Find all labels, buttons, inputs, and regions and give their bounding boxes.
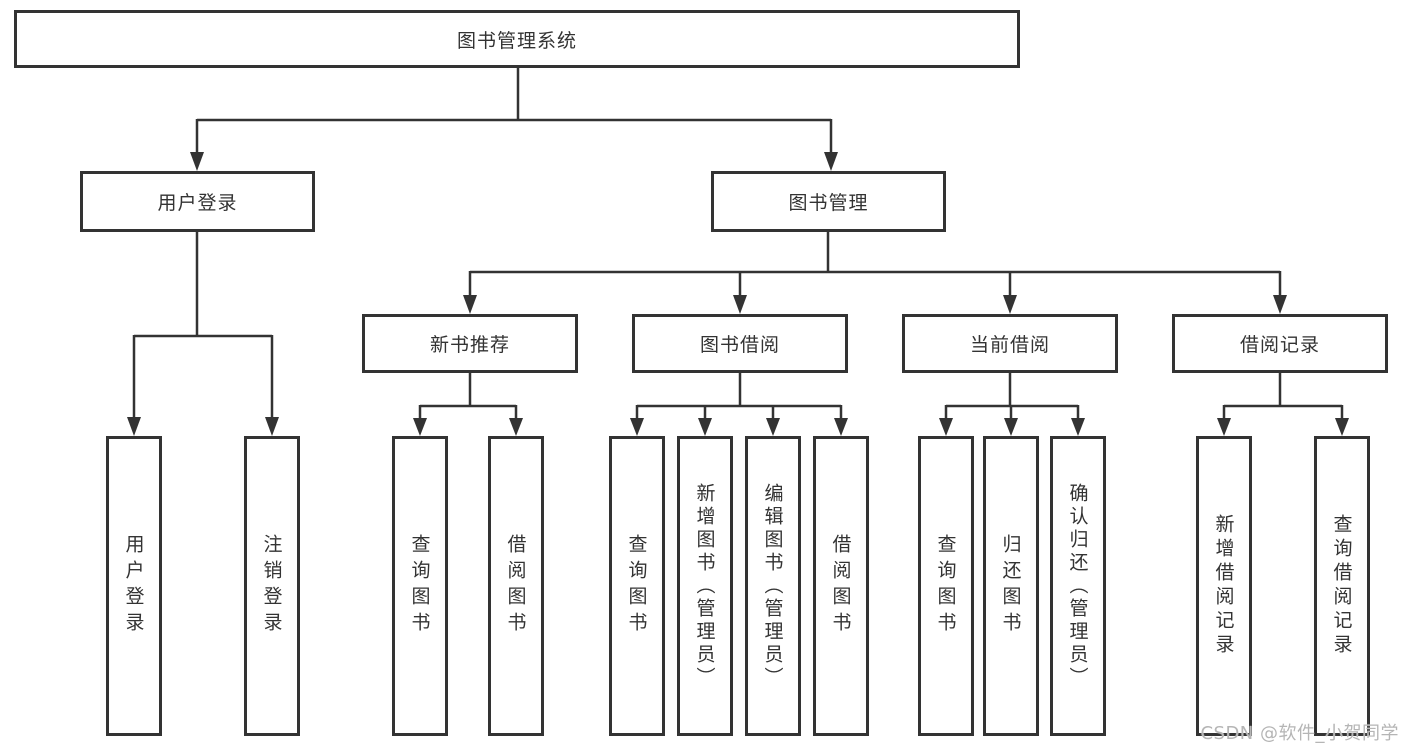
node-user-login: 用户登录 <box>80 171 315 232</box>
leaf-query-borrow-record: 查询借阅记录 <box>1314 436 1370 736</box>
leaf-borrow-query-books: 查询图书 <box>609 436 665 736</box>
node-book-borrow-label: 图书借阅 <box>699 334 780 356</box>
node-borrow-records: 借阅记录 <box>1172 314 1388 373</box>
leaf-return-books-label: 归还图书 <box>999 534 1022 638</box>
node-new-book-recommend: 新书推荐 <box>362 314 578 373</box>
leaf-confirm-return-admin: 确认归还（管理员） <box>1050 436 1106 736</box>
leaf-add-books-admin-label: 新增图书（管理员） <box>693 482 716 690</box>
leaf-current-query-books: 查询图书 <box>918 436 974 736</box>
leaf-recommend-borrow-books: 借阅图书 <box>488 436 544 736</box>
leaf-borrow-books-label: 借阅图书 <box>829 534 852 638</box>
leaf-add-books-admin: 新增图书（管理员） <box>677 436 733 736</box>
leaf-user-login: 用户登录 <box>106 436 162 736</box>
node-book-borrow: 图书借阅 <box>632 314 848 373</box>
leaf-recommend-query-books: 查询图书 <box>392 436 448 736</box>
node-user-login-label: 用户登录 <box>157 192 238 214</box>
leaf-add-borrow-record: 新增借阅记录 <box>1196 436 1252 736</box>
node-current-borrow: 当前借阅 <box>902 314 1118 373</box>
leaf-logout-label: 注销登录 <box>260 534 283 638</box>
leaf-current-query-books-label: 查询图书 <box>934 534 957 638</box>
leaf-user-login-label: 用户登录 <box>122 534 145 638</box>
leaf-edit-books-admin-label: 编辑图书（管理员） <box>761 482 784 690</box>
leaf-confirm-return-admin-label: 确认归还（管理员） <box>1066 482 1089 690</box>
leaf-recommend-borrow-books-label: 借阅图书 <box>504 534 527 638</box>
node-borrow-records-label: 借阅记录 <box>1239 334 1320 356</box>
leaf-return-books: 归还图书 <box>983 436 1039 736</box>
node-root-system: 图书管理系统 <box>14 10 1020 68</box>
node-book-management-label: 图书管理 <box>788 192 869 214</box>
arrowhead-icons <box>127 152 1349 436</box>
leaf-logout: 注销登录 <box>244 436 300 736</box>
node-book-management: 图书管理 <box>711 171 946 232</box>
node-current-borrow-label: 当前借阅 <box>969 334 1050 356</box>
leaf-add-borrow-record-label: 新增借阅记录 <box>1212 514 1235 658</box>
node-new-book-recommend-label: 新书推荐 <box>429 334 510 356</box>
leaf-recommend-query-books-label: 查询图书 <box>408 534 431 638</box>
leaf-borrow-query-books-label: 查询图书 <box>625 534 648 638</box>
csdn-watermark: CSDN @软件_小贺同学 <box>1200 723 1399 744</box>
leaf-query-borrow-record-label: 查询借阅记录 <box>1330 514 1353 658</box>
node-root-label: 图书管理系统 <box>456 29 577 52</box>
leaf-edit-books-admin: 编辑图书（管理员） <box>745 436 801 736</box>
leaf-borrow-books: 借阅图书 <box>813 436 869 736</box>
